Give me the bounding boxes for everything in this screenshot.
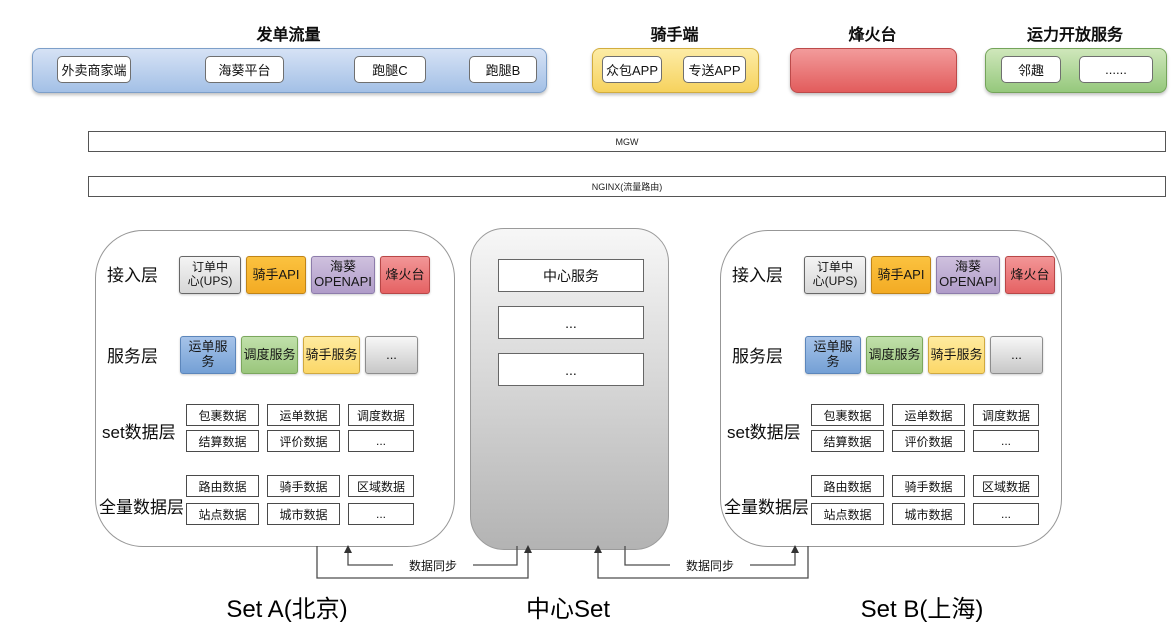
set-b-fulldata-row2: 站点数据 城市数据 ...	[811, 503, 1039, 525]
nginx-bar: NGINX(流量路由)	[88, 176, 1166, 197]
databox-dispatch-data: 调度数据	[973, 404, 1039, 426]
databox-route-data: 路由数据	[186, 475, 259, 497]
set-b-access-layer-label: 接入层	[732, 266, 783, 285]
chip-more-services: ...	[990, 336, 1043, 374]
chip-haikui-openapi: 海葵 OPENAPI	[936, 256, 1000, 294]
client-ellipsis: ......	[1079, 56, 1153, 83]
chip-order-center-ups: 订单中 心(UPS)	[804, 256, 866, 294]
sync-label-right: 数据同步	[670, 557, 750, 574]
center-more-box-1: ...	[498, 306, 644, 339]
client-waimai-merchant: 外卖商家端	[57, 56, 131, 83]
databox-city-data: 城市数据	[267, 503, 340, 525]
set-b-setdata-row1: 包裹数据 运单数据 调度数据	[811, 404, 1039, 426]
databox-review-data: 评价数据	[892, 430, 965, 452]
chip-waybill-service: 运单服 务	[180, 336, 236, 374]
set-a-service-chips: 运单服 务 调度服务 骑手服务 ...	[180, 336, 418, 374]
chip-dispatch-service: 调度服务	[241, 336, 298, 374]
set-a-setdata-row1: 包裹数据 运单数据 调度数据	[186, 404, 414, 426]
set-a-container: 接入层 订单中 心(UPS) 骑手API 海葵 OPENAPI 烽火台 服务层 …	[95, 230, 455, 547]
databox-package-data: 包裹数据	[811, 404, 884, 426]
set-b-setdata-layer-label: set数据层	[727, 423, 801, 442]
chip-rider-service: 骑手服务	[303, 336, 360, 374]
set-b-access-chips: 订单中 心(UPS) 骑手API 海葵 OPENAPI 烽火台	[804, 256, 1055, 294]
set-a-service-layer-label: 服务层	[107, 347, 158, 366]
client-paotui-c: 跑腿C	[354, 56, 426, 83]
client-haikui-platform: 海葵平台	[205, 56, 284, 83]
chip-order-center-ups: 订单中 心(UPS)	[179, 256, 241, 294]
center-more-box-2: ...	[498, 353, 644, 386]
databox-city-data: 城市数据	[892, 503, 965, 525]
databox-waybill-data: 运单数据	[892, 404, 965, 426]
databox-region-data: 区域数据	[973, 475, 1039, 497]
databox-package-data: 包裹数据	[186, 404, 259, 426]
databox-settle-data: 结算数据	[186, 430, 259, 452]
set-a-fulldata-row2: 站点数据 城市数据 ...	[186, 503, 414, 525]
set-b-setdata-row2: 结算数据 评价数据 ...	[811, 430, 1039, 452]
group-band-rider-side: 众包APP 专送APP	[592, 48, 759, 93]
set-b-service-chips: 运单服 务 调度服务 骑手服务 ...	[805, 336, 1043, 374]
databox-route-data: 路由数据	[811, 475, 884, 497]
group-title-order-traffic: 发单流量	[256, 27, 321, 44]
mgw-bar: MGW	[88, 131, 1166, 152]
client-linqu: 邻趣	[1001, 56, 1061, 83]
set-b-fulldata-layer-label: 全量数据层	[724, 498, 809, 517]
group-band-fenghuotai	[790, 48, 957, 93]
client-zhongbao-app: 众包APP	[602, 56, 662, 83]
group-title-rider-side: 骑手端	[650, 27, 699, 44]
set-a-setdata-layer-label: set数据层	[102, 423, 176, 442]
center-set-container: 中心服务 ... ...	[470, 228, 669, 550]
center-set-caption: 中心Set	[525, 596, 611, 623]
databox-region-data: 区域数据	[348, 475, 414, 497]
center-service-box: 中心服务	[498, 259, 644, 292]
databox-settle-data: 结算数据	[811, 430, 884, 452]
set-a-setdata-row2: 结算数据 评价数据 ...	[186, 430, 414, 452]
client-zhuansong-app: 专送APP	[683, 56, 746, 83]
chip-rider-api: 骑手API	[246, 256, 306, 294]
chip-more-services: ...	[365, 336, 418, 374]
databox-rider-data: 骑手数据	[267, 475, 340, 497]
databox-dispatch-data: 调度数据	[348, 404, 414, 426]
databox-more-data: ...	[973, 503, 1039, 525]
databox-rider-data: 骑手数据	[892, 475, 965, 497]
group-title-open-capacity: 运力开放服务	[1026, 27, 1123, 44]
chip-rider-api: 骑手API	[871, 256, 931, 294]
databox-station-data: 站点数据	[186, 503, 259, 525]
group-band-open-capacity: 邻趣 ......	[985, 48, 1167, 93]
set-b-container: 接入层 订单中 心(UPS) 骑手API 海葵 OPENAPI 烽火台 服务层 …	[720, 230, 1062, 547]
group-band-order-traffic: 外卖商家端 海葵平台 跑腿C 跑腿B	[32, 48, 547, 93]
databox-more-data: ...	[348, 430, 414, 452]
set-b-service-layer-label: 服务层	[732, 347, 783, 366]
set-a-fulldata-layer-label: 全量数据层	[99, 498, 184, 517]
client-paotui-b: 跑腿B	[469, 56, 537, 83]
databox-waybill-data: 运单数据	[267, 404, 340, 426]
databox-review-data: 评价数据	[267, 430, 340, 452]
set-a-access-chips: 订单中 心(UPS) 骑手API 海葵 OPENAPI 烽火台	[179, 256, 430, 294]
set-b-fulldata-row1: 路由数据 骑手数据 区域数据	[811, 475, 1039, 497]
chip-fenghuotai: 烽火台	[380, 256, 430, 294]
databox-station-data: 站点数据	[811, 503, 884, 525]
set-a-access-layer-label: 接入层	[107, 266, 158, 285]
databox-more-data: ...	[973, 430, 1039, 452]
chip-waybill-service: 运单服 务	[805, 336, 861, 374]
chip-fenghuotai: 烽火台	[1005, 256, 1055, 294]
chip-rider-service: 骑手服务	[928, 336, 985, 374]
set-b-caption: Set B(上海)	[860, 596, 984, 623]
chip-haikui-openapi: 海葵 OPENAPI	[311, 256, 375, 294]
sync-label-left: 数据同步	[393, 557, 473, 574]
set-a-caption: Set A(北京)	[226, 596, 348, 623]
set-a-fulldata-row1: 路由数据 骑手数据 区域数据	[186, 475, 414, 497]
group-title-fenghuotai: 烽火台	[848, 27, 897, 44]
chip-dispatch-service: 调度服务	[866, 336, 923, 374]
databox-more-data: ...	[348, 503, 414, 525]
